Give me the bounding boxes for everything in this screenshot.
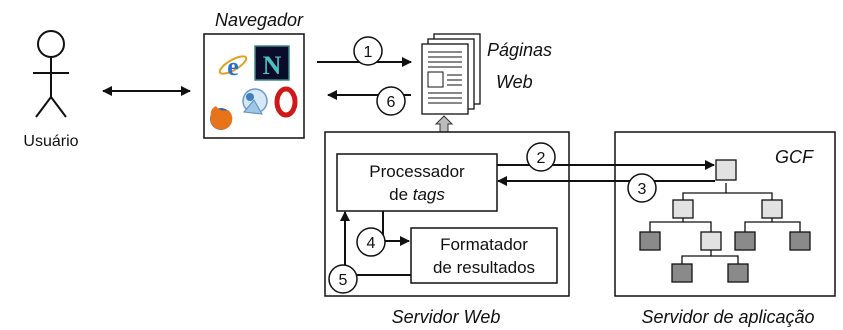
netscape-icon: N <box>254 45 290 81</box>
web-pages-icon <box>421 33 481 115</box>
gcf-tree <box>639 159 811 283</box>
gcf-root-node <box>715 159 737 181</box>
step-3-label: 3 <box>638 181 647 198</box>
step-6-label: 6 <box>387 94 396 111</box>
gcf-node <box>734 231 756 251</box>
konqueror-icon <box>242 88 268 115</box>
pages-label-line2: Web <box>496 72 533 92</box>
processor-box <box>336 153 498 212</box>
svg-text:e: e <box>227 52 239 81</box>
gcf-node <box>639 231 661 251</box>
step-4-label: 4 <box>367 235 376 252</box>
formatter-label-line1: Formatador <box>440 235 528 254</box>
step-1-label: 1 <box>364 44 373 61</box>
step-5-badge <box>328 264 358 294</box>
formatter-label-line2: de resultados <box>433 258 535 277</box>
processor-label-line2: de tags <box>389 185 445 204</box>
processor-label-line1: Processador <box>369 162 465 181</box>
step-2-label: 2 <box>537 150 546 167</box>
actor-label: Usuário <box>23 133 78 150</box>
web-server-label: Servidor Web <box>392 307 501 327</box>
step-6-badge <box>376 86 406 116</box>
gcf-node <box>672 199 694 219</box>
app-server-label: Servidor de aplicação <box>641 307 814 327</box>
gcf-label: GCF <box>775 147 814 167</box>
user-actor-icon <box>33 30 69 118</box>
gcf-node <box>761 199 783 219</box>
internet-explorer-icon: e <box>218 52 248 81</box>
gcf-node <box>671 263 693 283</box>
step-3-badge <box>627 173 657 203</box>
browser-title: Navegador <box>215 10 304 30</box>
pages-label-line1: Páginas <box>487 40 552 60</box>
step-1-badge <box>353 36 383 66</box>
gcf-node <box>700 231 722 251</box>
firefox-icon <box>210 106 233 130</box>
step-4-badge <box>356 227 386 257</box>
app-server-box <box>614 131 836 297</box>
gcf-node <box>789 231 811 251</box>
step-2-badge <box>526 142 556 172</box>
formatter-box <box>410 227 558 284</box>
opera-icon <box>274 86 298 118</box>
gcf-node <box>727 263 749 283</box>
svg-text:N: N <box>263 51 282 80</box>
step-5-label: 5 <box>339 272 348 289</box>
